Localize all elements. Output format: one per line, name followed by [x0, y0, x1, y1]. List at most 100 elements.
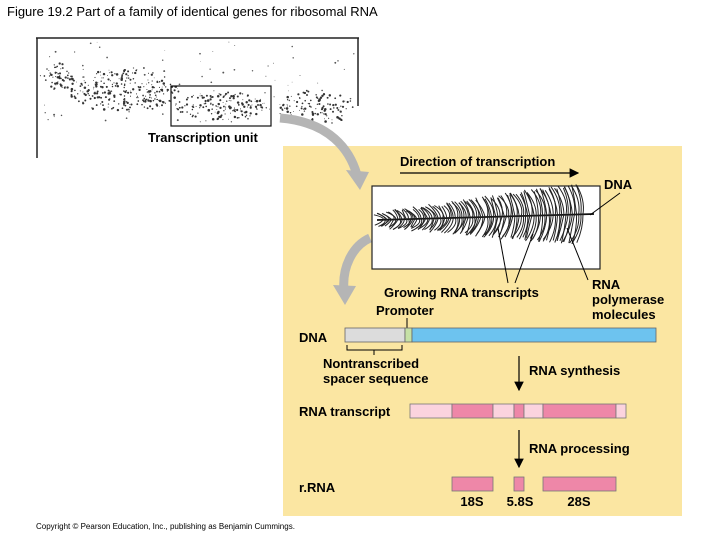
rna-fibril	[538, 215, 548, 243]
micrograph-speck	[129, 95, 132, 97]
rna-fibril	[384, 219, 392, 227]
micrograph-speck	[225, 106, 227, 108]
spacer-bracket	[346, 345, 403, 355]
rna-fibril	[429, 218, 437, 230]
micrograph-speck	[138, 88, 141, 92]
rna-fibril	[535, 189, 546, 216]
micrograph-speck	[163, 76, 166, 78]
micrograph-speck	[186, 111, 188, 113]
micrograph-speck	[132, 77, 135, 80]
micrograph-speck	[153, 77, 155, 79]
micrograph-speck	[108, 72, 110, 74]
micrograph-speck	[158, 99, 162, 103]
micrograph-speck	[94, 83, 98, 86]
rna-fibril	[484, 216, 493, 236]
micrograph-speck	[147, 99, 150, 102]
micrograph-speck	[301, 102, 304, 105]
micrograph-speck	[101, 77, 103, 79]
micrograph-speck	[115, 73, 119, 76]
rna-fibril	[519, 193, 529, 216]
micrograph-speck	[54, 71, 57, 74]
rna-fibril	[401, 209, 407, 220]
micrograph-speck	[83, 92, 86, 95]
rna-fibril	[397, 219, 408, 230]
micrograph-speck	[123, 84, 126, 87]
micrograph-speck	[162, 101, 165, 104]
micrograph-speck	[299, 109, 301, 111]
rna-fibril	[388, 219, 397, 228]
micrograph-speck	[110, 90, 113, 92]
micrograph-speck	[70, 93, 73, 97]
rna-fibril	[546, 214, 552, 241]
micrograph-speck	[222, 119, 224, 121]
micrograph-speck	[267, 65, 269, 67]
rna-fibril	[525, 215, 535, 242]
micrograph-speck	[61, 67, 64, 69]
micrograph-speck	[94, 83, 96, 85]
rna-fibril	[441, 206, 448, 219]
micrograph-speck	[176, 119, 179, 122]
micrograph-speck	[222, 102, 224, 104]
micrograph-speck	[114, 85, 117, 87]
rna-fibril	[410, 218, 416, 228]
micrograph-speck	[236, 108, 239, 112]
micrograph-speck	[178, 83, 181, 86]
micrograph-speck	[185, 103, 189, 106]
micrograph-speck	[100, 96, 103, 99]
micrograph-speck	[230, 121, 233, 123]
rna-fibril	[506, 194, 514, 217]
rna-fibril	[380, 219, 390, 227]
dna-promoter-segment	[404, 327, 413, 343]
micrograph-speck	[89, 97, 92, 100]
rrna-label: r.RNA	[299, 480, 336, 495]
micrograph-speck	[207, 108, 211, 112]
micrograph-speck	[249, 106, 252, 109]
micrograph-speck	[136, 103, 139, 106]
rna-fibril	[491, 216, 499, 238]
micrograph-speck	[64, 76, 67, 79]
micrograph-speck	[251, 70, 254, 72]
micrograph-speck	[241, 93, 244, 95]
rna-fibril	[488, 216, 497, 237]
micrograph-speck	[72, 79, 75, 82]
micrograph-speck	[122, 72, 125, 75]
micrograph-speck	[147, 72, 150, 74]
micrograph-speck	[107, 106, 109, 108]
rna-fibril	[396, 209, 405, 220]
micrograph-speck	[255, 99, 259, 103]
micrograph-speck	[93, 86, 95, 88]
micrograph-speck	[217, 102, 220, 105]
micrograph-speck	[178, 106, 181, 109]
micrograph-speck	[318, 102, 321, 106]
micrograph-speck	[132, 72, 134, 74]
micrograph-speck	[176, 88, 178, 89]
rna-fibril	[490, 198, 501, 217]
micrograph-speck	[120, 83, 123, 85]
micrograph-speck	[233, 68, 236, 71]
micrograph-speck	[250, 105, 252, 107]
rna-fibril	[405, 210, 412, 220]
rna-fibril	[420, 207, 429, 219]
rna-fibril	[498, 195, 510, 217]
micrograph-speck	[59, 75, 61, 77]
micrograph-speck	[189, 113, 192, 115]
rna-fibril	[569, 214, 580, 244]
micrograph-speck	[79, 85, 82, 87]
micrograph-speck	[54, 82, 57, 85]
rna-fibril	[471, 216, 482, 234]
micrograph-speck	[74, 97, 77, 100]
micrograph-speck	[142, 99, 145, 102]
micrograph-speck	[228, 118, 229, 120]
rna-fibril	[530, 215, 541, 242]
micrograph-speck	[129, 82, 131, 84]
micrograph-speck	[128, 111, 130, 113]
micrograph-speck	[210, 102, 212, 105]
micrograph-speck	[205, 105, 208, 108]
micrograph-speck	[219, 93, 222, 96]
micrograph-speck	[254, 100, 256, 102]
micrograph-speck	[143, 97, 146, 100]
micrograph-speck	[298, 97, 301, 99]
rna-fibril	[483, 216, 495, 238]
rna-fibril	[443, 217, 454, 234]
micrograph-speck	[97, 70, 100, 74]
